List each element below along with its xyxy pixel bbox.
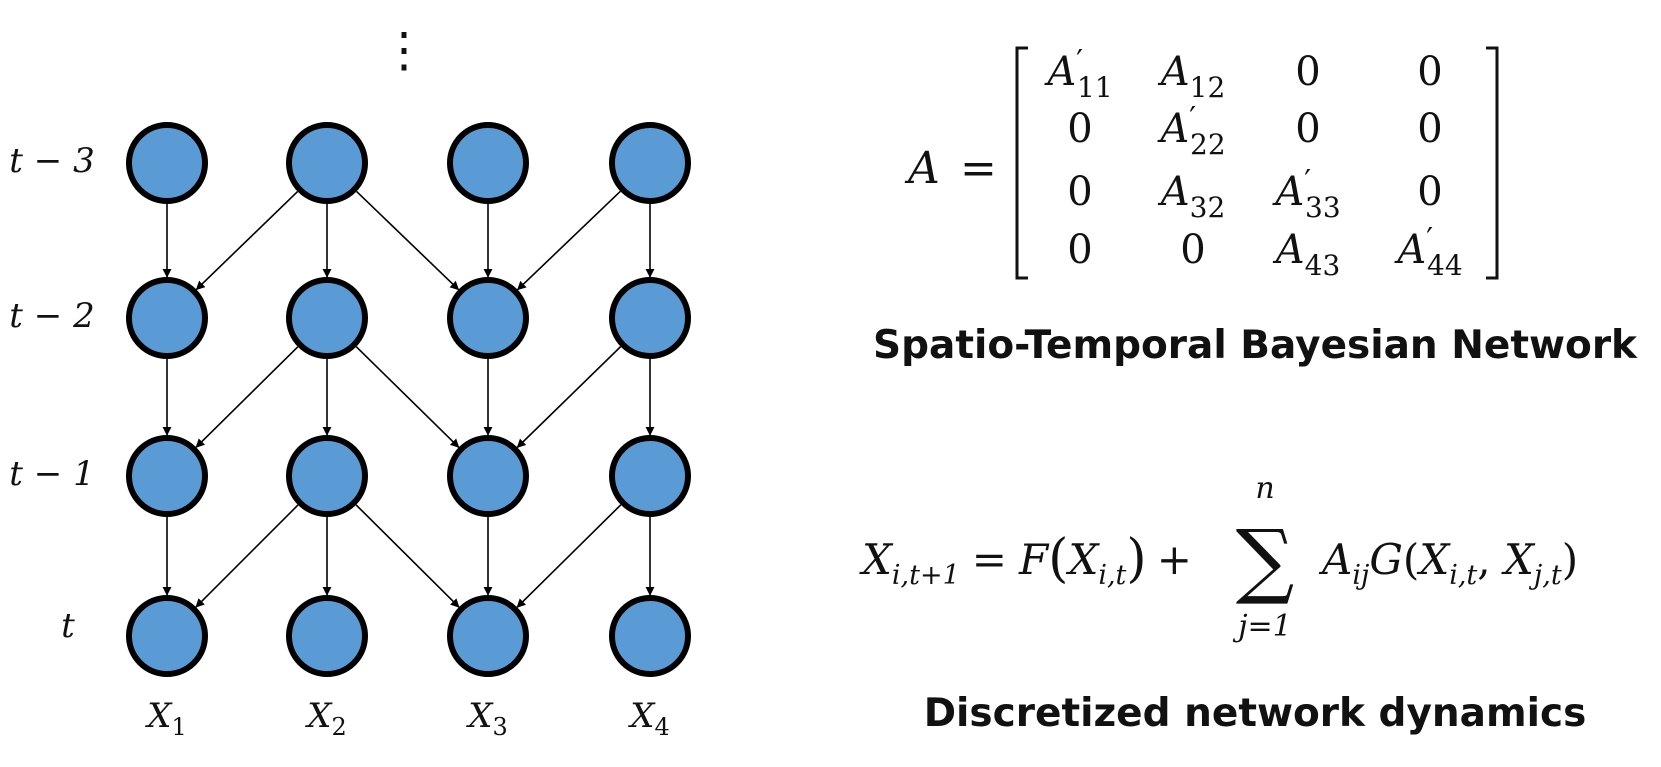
matrix-cell-2-3: 0: [1295, 106, 1320, 152]
matrix-cell-1-1: A′11: [1043, 44, 1112, 104]
network-edges: [162, 190, 655, 608]
node-x4-t0: [609, 595, 691, 677]
edge-t1-x2-to-t0-x1: [195, 504, 299, 608]
summation-symbol: ∑: [1236, 513, 1295, 608]
matrix-cell-2-4: 0: [1417, 106, 1442, 152]
equation-body: Xi,t+1=F(Xi,t)+: [859, 529, 1192, 591]
matrix-cell-2-1: 0: [1067, 106, 1092, 152]
node-x2-t3: [286, 122, 368, 204]
node-x2-t0: [286, 595, 368, 677]
edge-t3-x2-to-t2-x1: [195, 190, 299, 291]
sum-upper-limit: n: [1255, 471, 1274, 506]
matrix-caption: Spatio-Temporal Bayesian Network: [873, 323, 1638, 368]
node-x3-t3: [447, 122, 529, 204]
edge-t2-x2-to-t1-x1: [195, 346, 299, 448]
time-label-t-3: t − 3: [9, 141, 94, 181]
matrix-cell-1-2: A12: [1157, 49, 1226, 104]
matrix-cell-1-3: 0: [1295, 49, 1320, 95]
time-label-t: t: [61, 606, 75, 646]
variable-label-x1: X1: [144, 696, 187, 741]
node-x1-t1: [126, 435, 208, 517]
vertical-ellipsis: ⋮: [380, 22, 428, 78]
matrix-equals: =: [960, 143, 997, 194]
time-label-t-2: t − 2: [9, 296, 94, 336]
edge-t1-x4-to-t0-x3: [516, 504, 622, 608]
edge-t2-x2-to-t1-x3: [355, 346, 460, 448]
edge-t3-x2-to-t2-x3: [355, 190, 460, 291]
matrix-lhs: A: [904, 143, 940, 194]
dynamics-equation: Xi,t+1=F(Xi,t)+ ∑ n j=1 AijG(Xi,t, Xj,t)…: [859, 471, 1586, 736]
matrix-cell-4-2: 0: [1180, 227, 1205, 273]
node-x1-t2: [126, 277, 208, 359]
equation-caption: Discretized network dynamics: [924, 691, 1587, 736]
network-nodes: [126, 122, 691, 677]
matrix-left-bracket: [1015, 46, 1028, 280]
node-x4-t3: [609, 122, 691, 204]
matrix-cell-4-3: A43: [1272, 227, 1341, 282]
node-x1-t0: [126, 595, 208, 677]
node-x4-t1: [609, 435, 691, 517]
matrix-cell-3-4: 0: [1417, 169, 1442, 215]
edge-t1-x2-to-t0-x3: [355, 504, 460, 608]
edge-t3-x4-to-t2-x3: [516, 190, 621, 291]
matrix-cell-3-2: A32: [1157, 169, 1226, 224]
node-x3-t2: [447, 277, 529, 359]
node-x3-t0: [447, 595, 529, 677]
node-x1-t3: [126, 122, 208, 204]
node-x3-t1: [447, 435, 529, 517]
variable-label-x4: X4: [627, 696, 670, 741]
bayesian-network-diagram: ⋮ t − 3 t − 2 t − 1 t X1 X2 X3 X4: [9, 22, 691, 741]
time-label-t-1: t − 1: [9, 454, 94, 494]
matrix-cell-3-3: A′33: [1271, 164, 1340, 224]
matrix-right-bracket: [1486, 46, 1499, 280]
matrix-cell-2-2: A′22: [1156, 101, 1225, 161]
variable-label-x2: X2: [304, 696, 347, 741]
equation-sum-term: AijG(Xi,t, Xj,t): [1318, 535, 1578, 591]
node-x2-t2: [286, 277, 368, 359]
matrix-cell-4-4: A′44: [1393, 222, 1462, 282]
node-x2-t1: [286, 435, 368, 517]
matrix-cell-4-1: 0: [1067, 227, 1092, 273]
sum-lower-limit: j=1: [1232, 609, 1292, 644]
matrix-cell-1-4: 0: [1417, 49, 1442, 95]
matrix-cell-3-1: 0: [1067, 169, 1092, 215]
variable-label-x3: X3: [465, 696, 508, 741]
edge-t2-x4-to-t1-x3: [516, 346, 622, 449]
node-x4-t2: [609, 277, 691, 359]
